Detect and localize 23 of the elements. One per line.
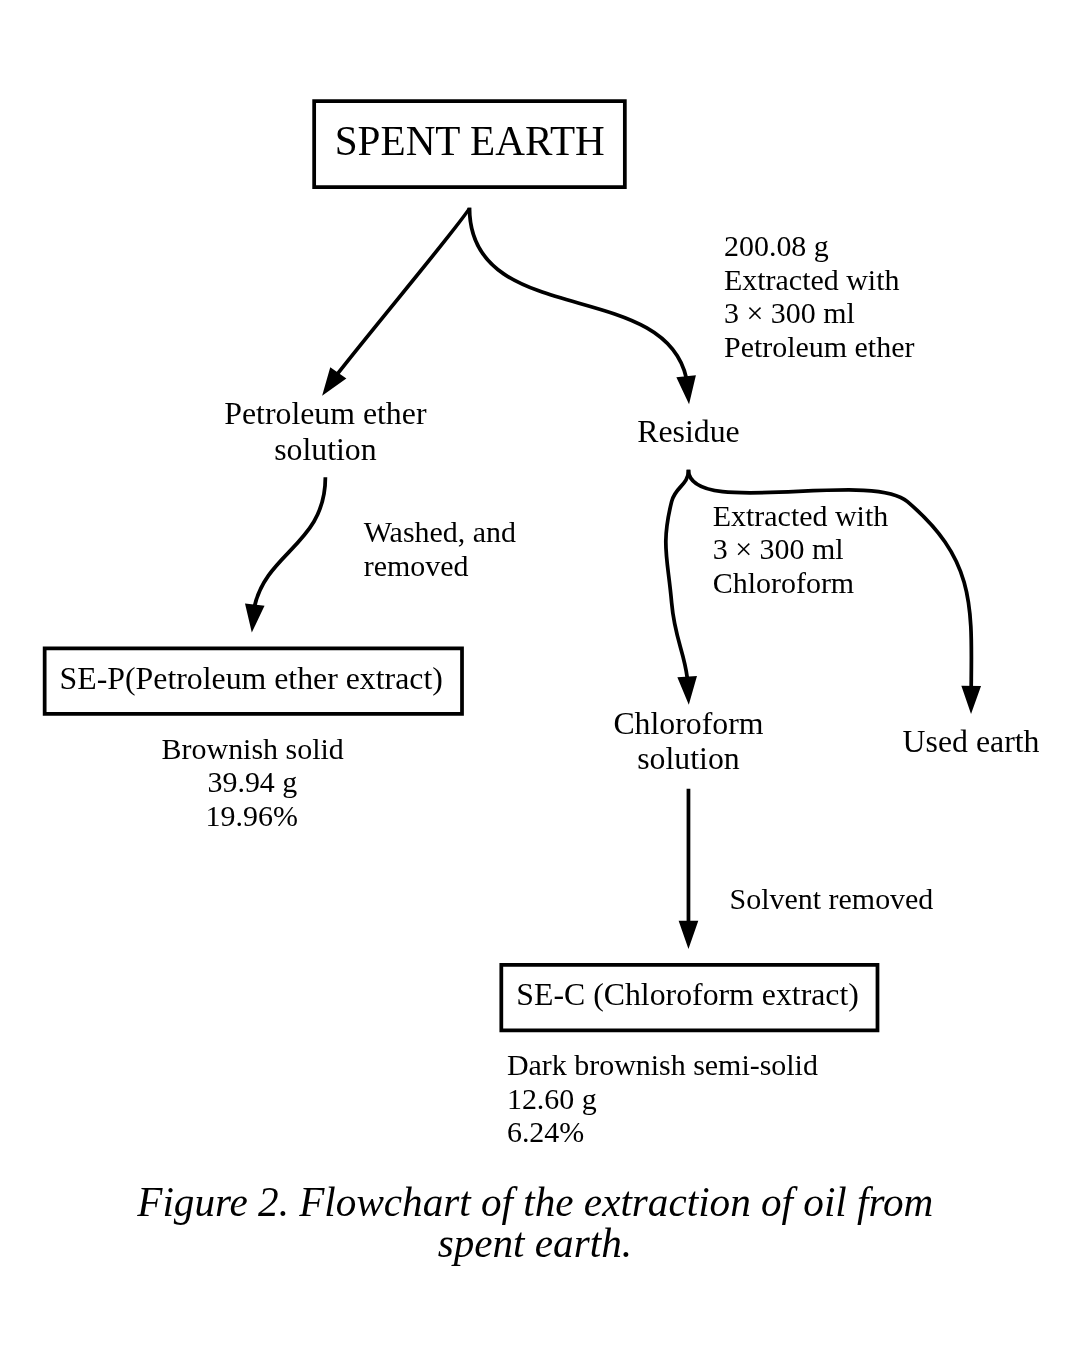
caption: Figure 2. Flowchart of the extraction of oil from spent earth. bbox=[137, 1178, 934, 1266]
edge-label: 200.08 g Extracted with 3 × 300 ml Petroleum ether bbox=[724, 228, 915, 363]
arrow bbox=[678, 788, 699, 949]
node-text: Used earth bbox=[902, 723, 1040, 759]
arrow bbox=[467, 207, 696, 404]
arrow bbox=[664, 469, 697, 705]
node-box: SE-P(Petroleum ether extract) bbox=[42, 646, 464, 716]
edge-label: Solvent removed bbox=[729, 881, 934, 915]
arrow bbox=[686, 468, 982, 714]
node-box: SE-C (Chloroform extract) bbox=[499, 962, 880, 1032]
node-label: Brownish solid bbox=[161, 731, 344, 765]
node-label: Dark brownish semi-solid bbox=[506, 1047, 818, 1081]
node-label: 6.24% bbox=[506, 1114, 585, 1148]
arrow bbox=[245, 476, 328, 633]
node-text: Chloroform solution bbox=[613, 705, 764, 776]
node-label: 19.96% bbox=[205, 798, 298, 832]
node-label: 39.94 g bbox=[207, 764, 298, 798]
node-box: SPENT EARTH bbox=[312, 98, 627, 189]
node-text: Residue bbox=[637, 413, 740, 449]
edge-label: Extracted with 3 × 300 ml Chloroform bbox=[712, 498, 889, 599]
node-text: Petroleum ether solution bbox=[224, 395, 427, 467]
node-label: 12.60 g bbox=[506, 1081, 597, 1115]
edge-label: Washed, and removed bbox=[363, 514, 516, 582]
